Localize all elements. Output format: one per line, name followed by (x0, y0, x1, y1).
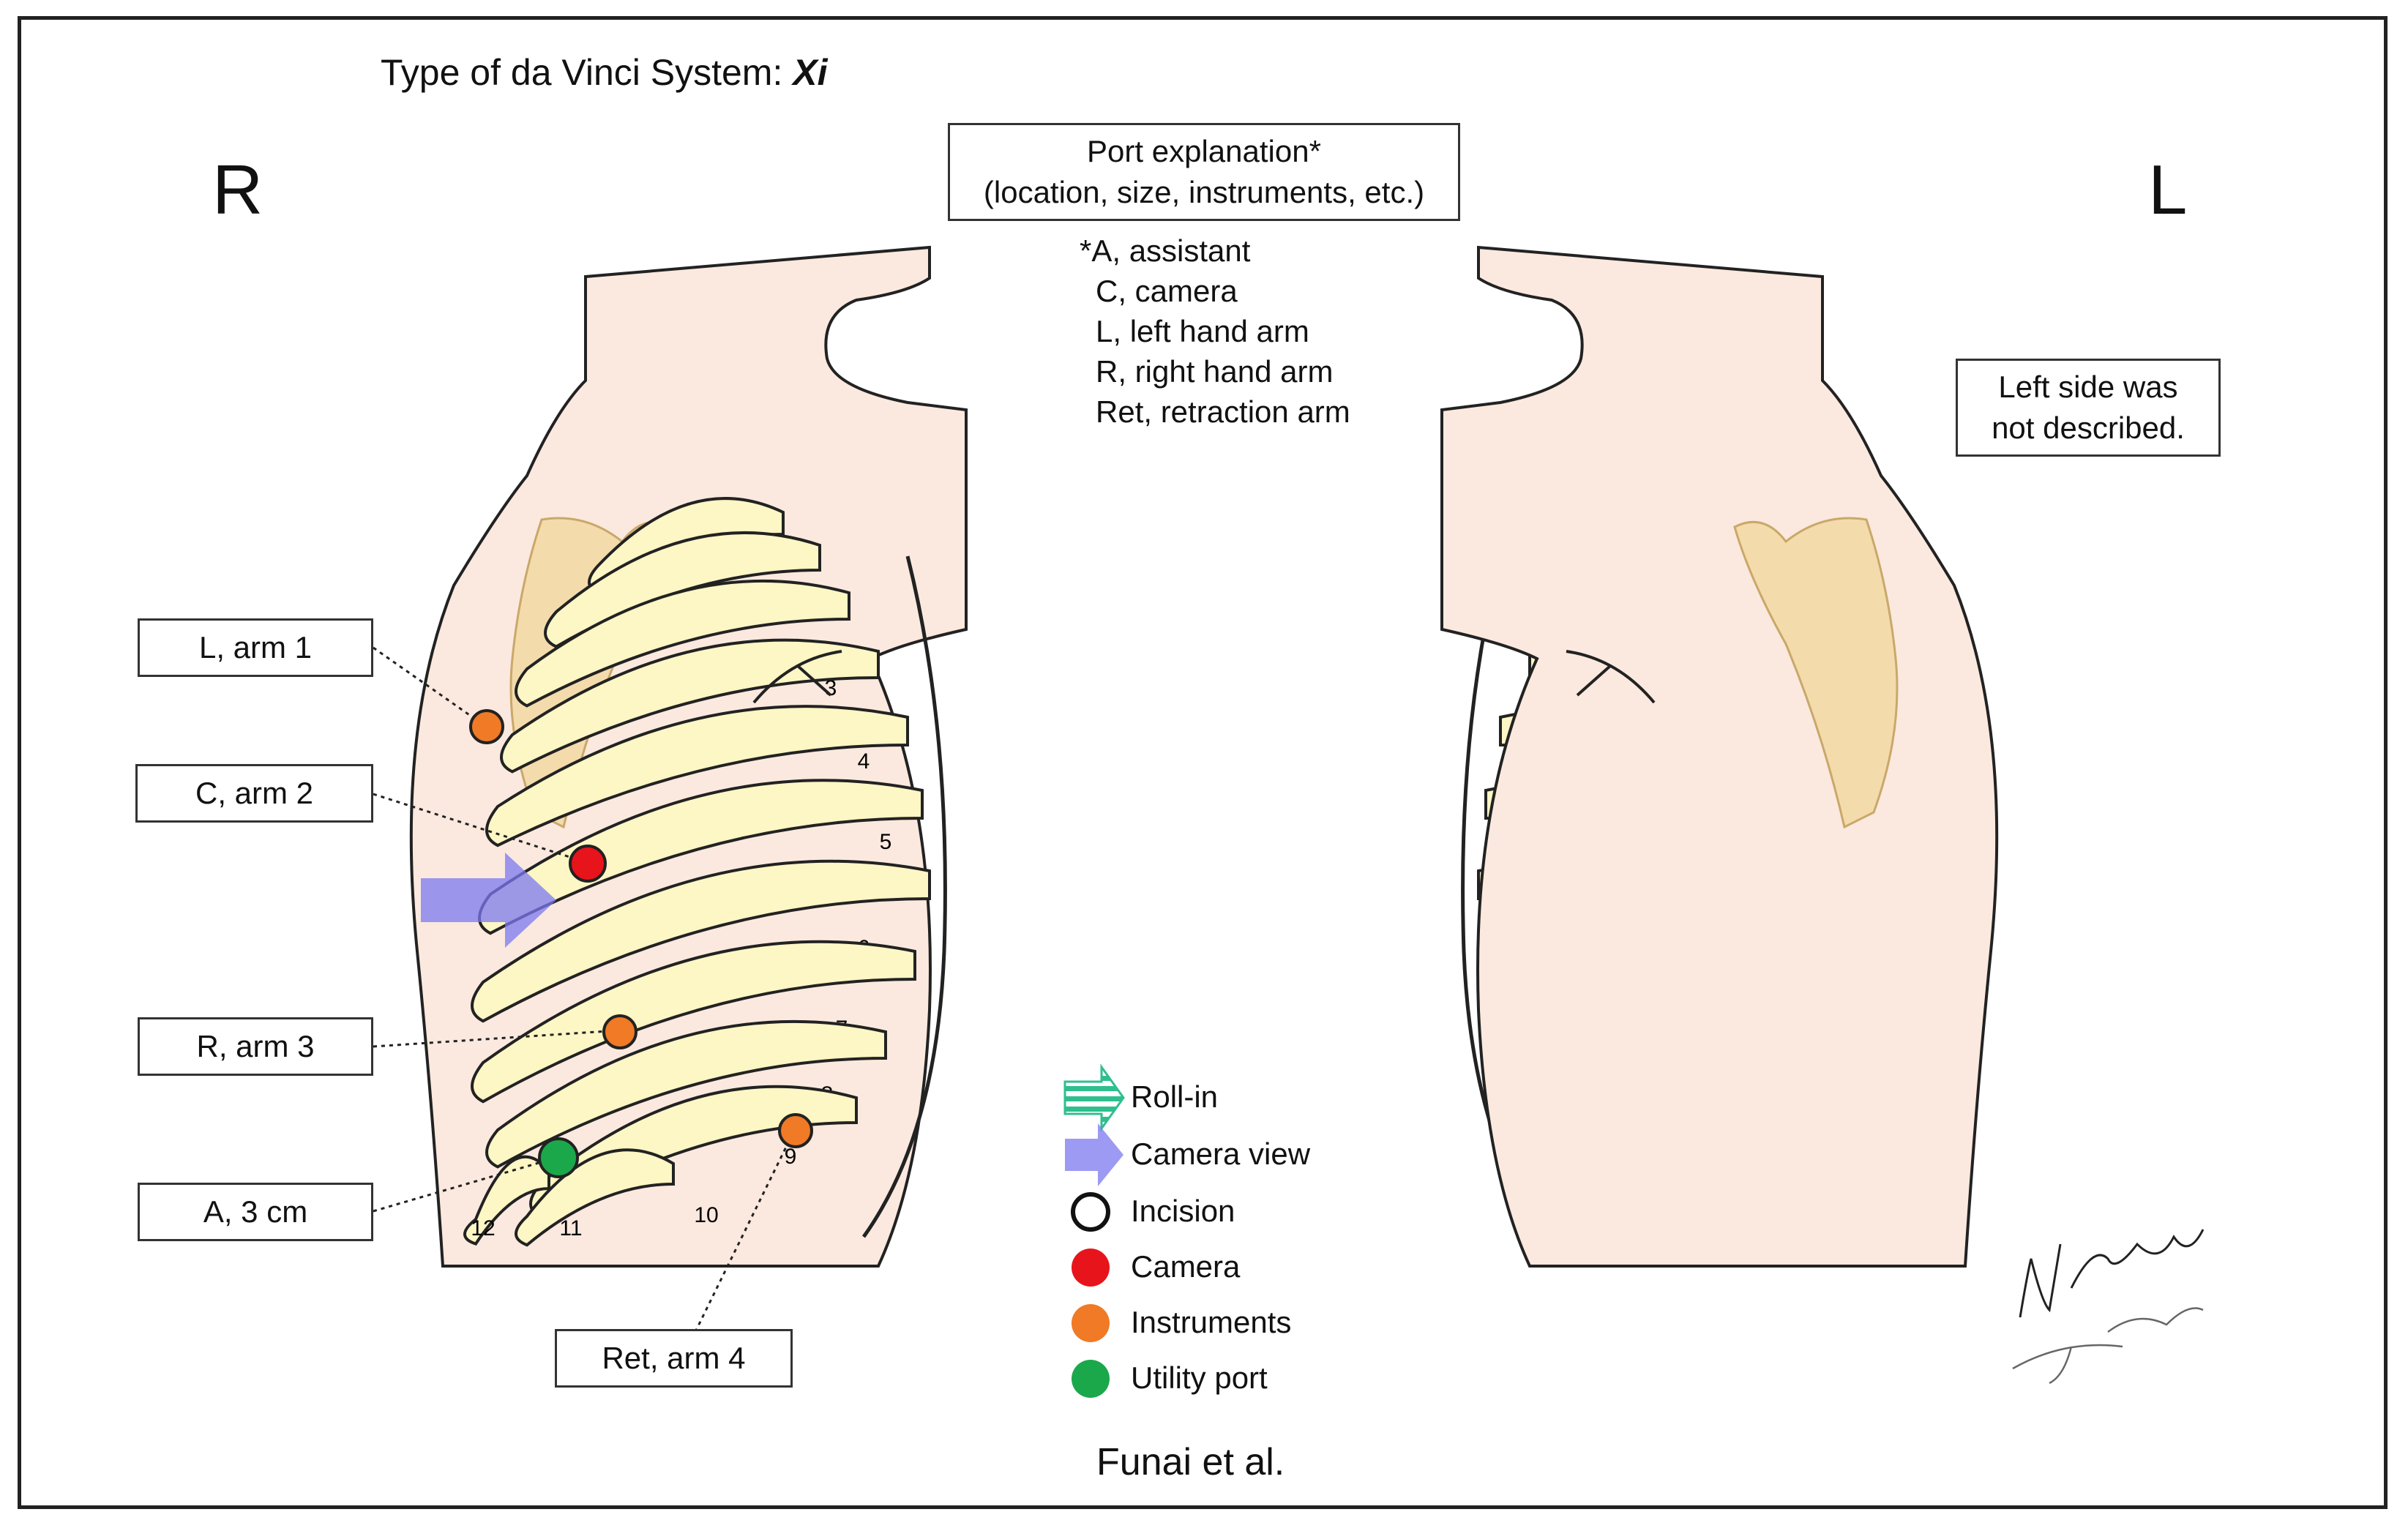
right-rib-8 (471, 940, 916, 1104)
abbr-camera: C, camera (1096, 274, 1238, 308)
right-rib-9 (485, 1019, 887, 1169)
left-note-line2: not described. (1992, 411, 2185, 445)
port-explanation-heading: Port explanation* (1087, 134, 1321, 168)
right-rib-3 (515, 579, 850, 708)
port-dot-left-arm-1 (469, 709, 504, 744)
legend-label-roll-in: Roll-in (1131, 1079, 1219, 1114)
title-system: Xi (793, 52, 828, 93)
port-leader-lines (373, 646, 796, 1340)
abbreviation-list: *A, assistant C, camera L, left hand arm… (1080, 231, 1350, 432)
page-title: Type of da Vinci System: Xi (381, 51, 827, 94)
port-label-left-arm-1: L, arm 1 (138, 618, 373, 677)
camera-dot-icon (1072, 1249, 1110, 1287)
right-rib-number-12: 12 (471, 1216, 495, 1240)
port-dot-right-arm-3 (602, 1014, 637, 1049)
legend-label-camera-view: Camera view (1131, 1137, 1311, 1171)
port-dot-assistant (538, 1137, 579, 1178)
incision-circle-icon (1071, 1192, 1110, 1232)
port-explanation-detail: (location, size, instruments, etc.) (983, 175, 1425, 209)
left-note-line1: Left side was (1998, 370, 2178, 404)
abbr-retraction-arm: Ret, retraction arm (1096, 394, 1350, 429)
right-rib-7 (471, 859, 931, 1023)
port-label-assistant: A, 3 cm (138, 1183, 373, 1241)
right-side-label: R (212, 151, 263, 229)
title-prefix: Type of da Vinci System: (381, 52, 793, 93)
left-body-silhouette (1440, 245, 1999, 1268)
right-rib-number-11: 11 (559, 1216, 582, 1240)
left-side-note: Left side was not described. (1956, 359, 2221, 457)
utility-dot-icon (1072, 1360, 1110, 1398)
port-label-camera-arm-2: C, arm 2 (135, 764, 373, 823)
left-sternal-angle (1566, 650, 1656, 704)
left-scapula (1733, 517, 1899, 829)
right-rib-11 (515, 1148, 675, 1247)
right-rib-number-5: 5 (880, 830, 892, 854)
port-label-retraction-arm-4: Ret, arm 4 (555, 1329, 793, 1388)
legend-label-camera: Camera (1131, 1249, 1241, 1284)
left-thorax-silhouette-group (1440, 245, 1999, 1268)
signature (2012, 1229, 2205, 1385)
right-rib-number-4: 4 (858, 749, 870, 774)
port-dot-camera-arm-2 (569, 845, 607, 883)
right-rib-number-10: 10 (694, 1203, 718, 1227)
right-costal-margin (861, 555, 947, 1238)
legend-label-incision: Incision (1131, 1194, 1235, 1228)
legend-label-utility-port: Utility port (1131, 1360, 1268, 1395)
port-label-right-arm-3: R, arm 3 (138, 1017, 373, 1076)
left-side-label: L (2148, 151, 2188, 229)
citation: Funai et al. (1096, 1441, 1285, 1483)
roll-in-arrow-icon (1063, 1063, 1125, 1132)
right-rib-12 (463, 1155, 550, 1246)
port-explanation-box: Port explanation* (location, size, instr… (948, 123, 1460, 221)
camera-view-legend-arrow-icon (1065, 1123, 1123, 1186)
instruments-dot-icon (1072, 1304, 1110, 1342)
right-rib-5 (485, 705, 909, 847)
right-sternal-angle (752, 650, 842, 704)
abbr-assistant: *A, assistant (1080, 233, 1251, 268)
abbr-left-arm: L, left hand arm (1096, 314, 1309, 348)
legend-label-instruments: Instruments (1131, 1305, 1292, 1339)
right-rib-10 (529, 1085, 858, 1219)
port-dot-retraction-arm-4 (778, 1113, 813, 1148)
abbr-right-arm: R, right hand arm (1096, 354, 1334, 389)
camera-view-arrow-icon (421, 853, 556, 948)
figure-frame (18, 16, 2388, 1509)
right-rib-number-9: 9 (785, 1145, 797, 1169)
